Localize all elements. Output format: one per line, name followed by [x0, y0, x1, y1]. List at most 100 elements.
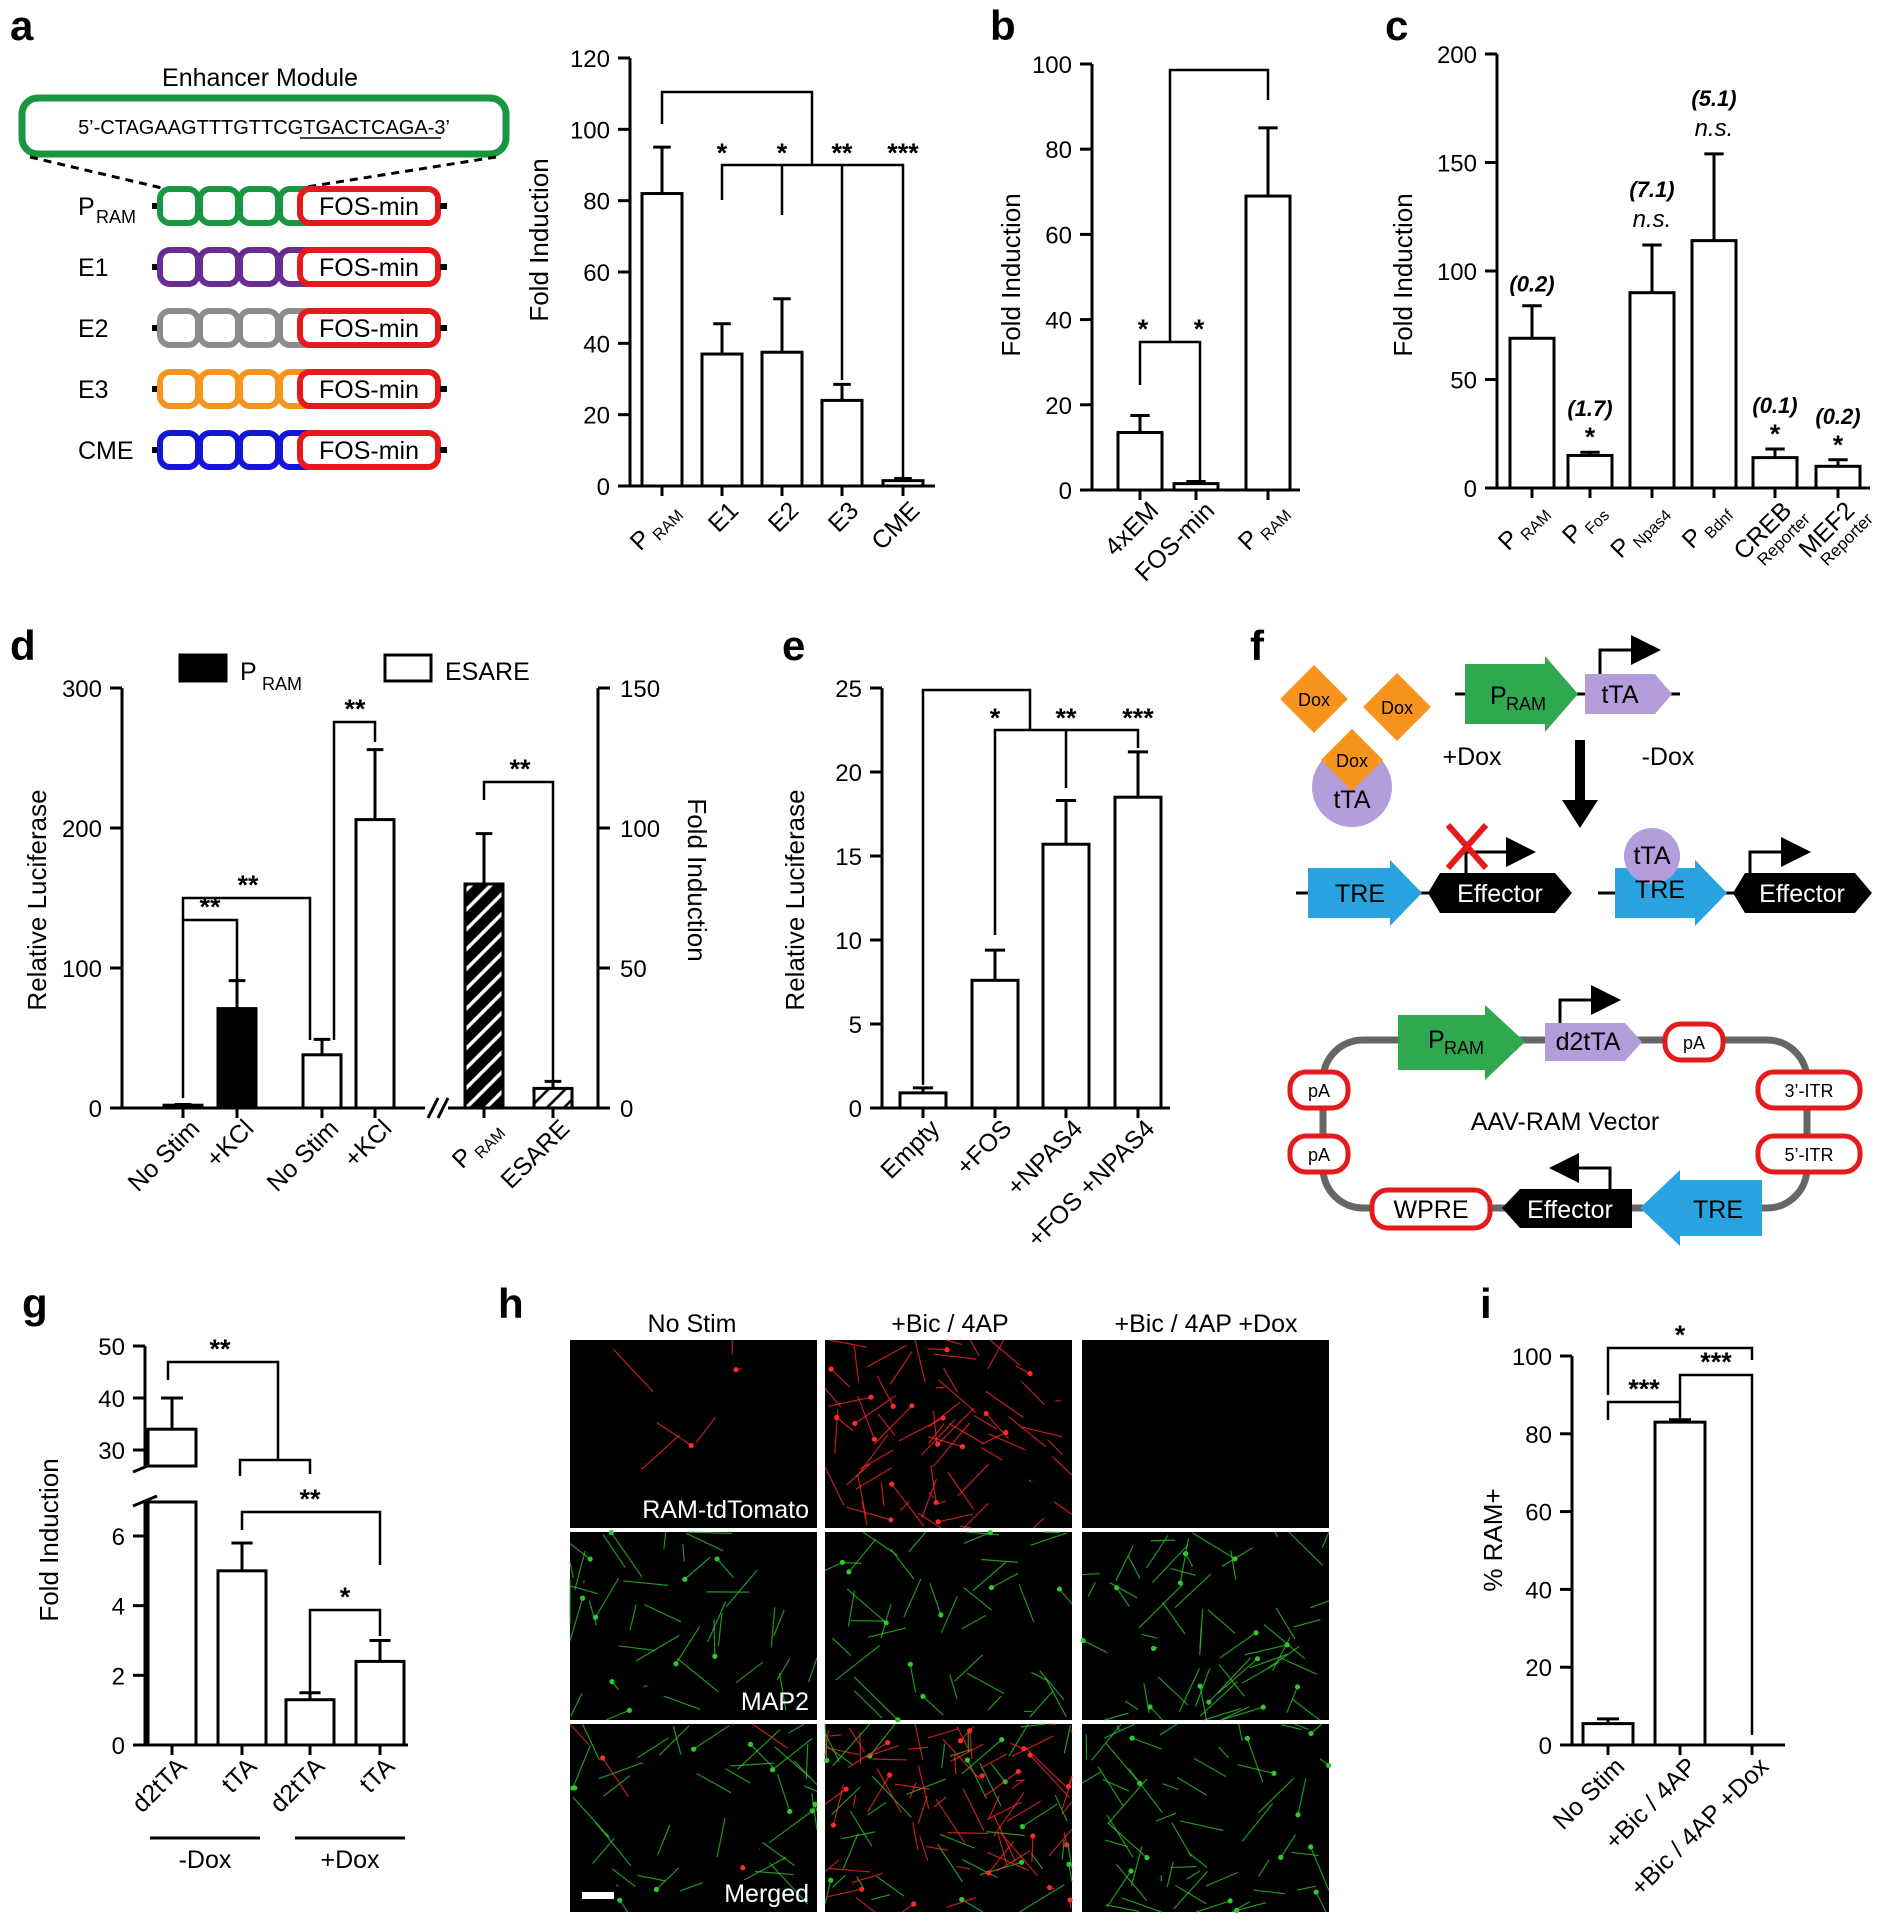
neurite	[672, 1726, 682, 1755]
soma	[871, 1436, 878, 1442]
neurite	[1115, 1863, 1148, 1901]
soma	[887, 1772, 893, 1778]
y-tick-label: 100	[1032, 52, 1072, 79]
neurite	[945, 1339, 963, 1346]
neurite	[658, 1725, 690, 1756]
neurite	[569, 1562, 574, 1579]
pram-arrow-top	[1465, 656, 1578, 732]
neurite	[657, 1824, 671, 1856]
neurite	[988, 1433, 1026, 1451]
significance-marker: **	[509, 754, 531, 784]
neurite	[939, 1833, 975, 1849]
neurite	[1315, 1891, 1327, 1913]
neurite	[1157, 1676, 1189, 1706]
neurite	[991, 1572, 1019, 1589]
neurite	[1051, 1455, 1073, 1476]
soma	[964, 1757, 971, 1763]
neurite	[1281, 1724, 1302, 1731]
panel-label-b: b	[990, 2, 1016, 49]
y-tick-label: 100	[620, 816, 660, 843]
neurite	[1047, 1439, 1063, 1455]
neurite	[831, 1786, 861, 1816]
neurite	[829, 1867, 871, 1873]
module-row-stub	[440, 325, 447, 331]
neurite	[615, 1884, 619, 1887]
neurite	[972, 1561, 1007, 1592]
module-row-stub	[152, 447, 159, 453]
neurite	[853, 1345, 860, 1383]
y-tick-label: 40	[583, 331, 610, 358]
bar	[1690, 239, 1738, 490]
neurite	[996, 1850, 1031, 1872]
neurite	[1124, 1700, 1139, 1711]
h-col-bic: +Bic / 4AP	[891, 1310, 1008, 1338]
legend-label-pram: P	[240, 658, 257, 686]
y-tick-label: 150	[1437, 151, 1477, 178]
bar	[1581, 1722, 1635, 1747]
neurite	[933, 1353, 977, 1360]
soma	[1128, 1868, 1134, 1874]
neurite	[737, 1729, 781, 1770]
tre-arrow-left	[1308, 860, 1422, 926]
neurite	[1293, 1619, 1321, 1628]
significance-ns: n.s.	[1633, 206, 1672, 233]
neurite	[1054, 1794, 1068, 1822]
neurite	[962, 1858, 998, 1879]
y-tick-label: 10	[835, 928, 862, 955]
x-tick-label: +KCl	[339, 1114, 398, 1173]
y-axis-title: Fold Induction	[524, 158, 554, 321]
panel-label-d: d	[10, 622, 36, 669]
neurite	[824, 1880, 832, 1905]
neurite	[927, 1348, 948, 1351]
enhancer-unit	[237, 308, 281, 348]
soma	[889, 1481, 895, 1487]
neurite	[871, 1775, 912, 1818]
neurite	[1107, 1822, 1148, 1859]
neurite	[1244, 1644, 1288, 1656]
neurite	[752, 1723, 788, 1749]
soma	[907, 1661, 913, 1667]
neurite	[862, 1531, 898, 1556]
neurite	[1294, 1723, 1309, 1730]
enhancer-unit	[157, 369, 201, 409]
neurite	[1008, 1416, 1047, 1448]
neurite	[969, 1730, 973, 1759]
neurite	[1015, 1365, 1031, 1375]
y-tick-label: 50	[1450, 368, 1477, 395]
neurite	[726, 1569, 758, 1607]
p-value-annotation: (0.2)	[1815, 404, 1860, 429]
neurite	[682, 1544, 685, 1562]
neurite	[804, 1785, 818, 1792]
fos-min-box	[297, 430, 441, 470]
significance-marker: *	[1138, 314, 1149, 344]
soma	[1294, 1684, 1301, 1690]
neurite	[937, 1843, 964, 1883]
enhancer-unit	[237, 369, 281, 409]
neurite	[949, 1674, 958, 1700]
neurite	[1149, 1706, 1163, 1721]
pa-left-2-label: pA	[1308, 1145, 1330, 1165]
neurite	[1196, 1900, 1231, 1913]
neurite	[917, 1512, 942, 1529]
pram-arrow-vector	[1398, 1005, 1525, 1080]
neurite	[1237, 1764, 1275, 1774]
neurite	[917, 1765, 930, 1809]
neurite	[1321, 1531, 1330, 1548]
soma	[967, 1728, 973, 1734]
module-row-stub	[440, 386, 447, 392]
neurite	[1176, 1776, 1208, 1796]
neurite	[569, 1597, 584, 1642]
neurite	[696, 1772, 732, 1794]
neurite	[867, 1802, 887, 1816]
neurite	[962, 1788, 985, 1832]
neurite	[876, 1768, 902, 1814]
neurite	[774, 1746, 811, 1779]
y-tick-label: 120	[570, 46, 610, 73]
significance-marker: ***	[1628, 1374, 1660, 1404]
bar	[881, 479, 925, 488]
neurite	[983, 1771, 1019, 1797]
neurite	[592, 1837, 615, 1865]
neurite	[1006, 1800, 1042, 1822]
neurite	[834, 1409, 839, 1454]
pa-left-1-label: pA	[1308, 1081, 1330, 1101]
